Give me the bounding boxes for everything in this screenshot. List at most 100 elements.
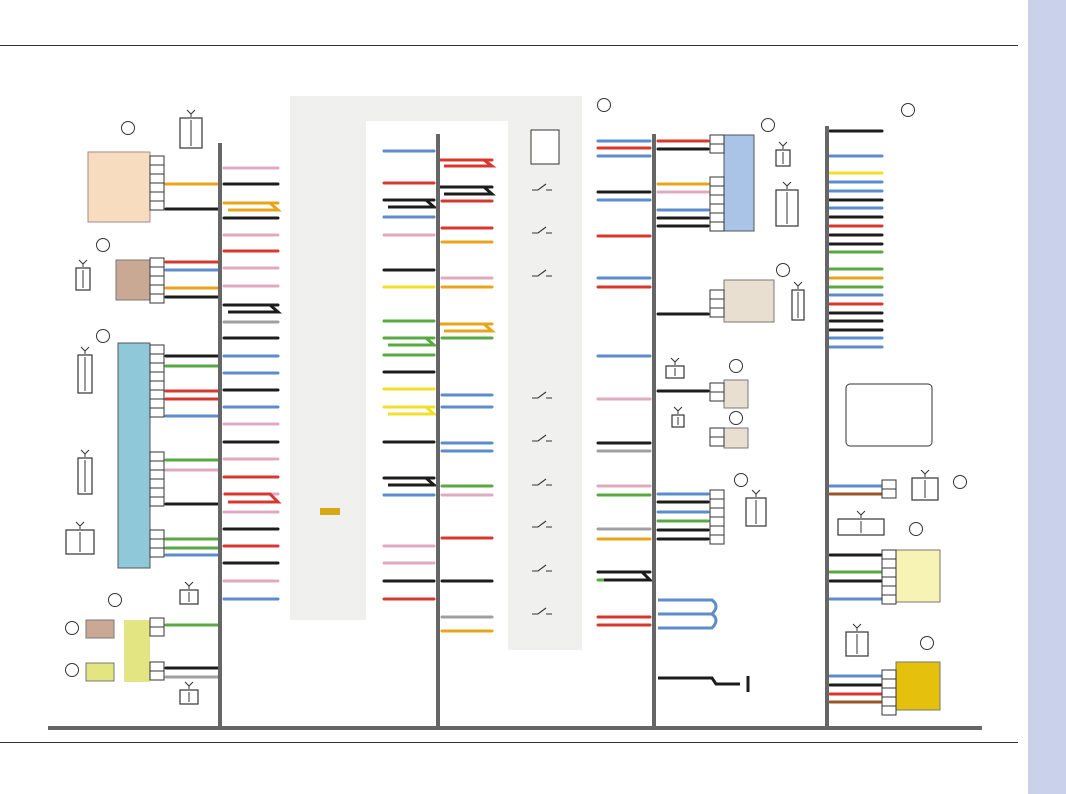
amplifier-connector <box>881 669 897 716</box>
switch-icon <box>85 662 115 682</box>
lamp-icon <box>723 279 775 323</box>
plug-arrow-icon <box>920 469 930 477</box>
connector-pin <box>149 389 165 400</box>
callout-circle <box>65 621 79 635</box>
connector-pin <box>709 382 725 393</box>
connector-pin <box>149 293 165 304</box>
connector-pin <box>709 221 725 232</box>
connector-pin <box>149 529 165 540</box>
fuse-marker-icon <box>320 508 340 515</box>
plug-icon <box>77 449 93 495</box>
wire-harness <box>164 129 884 704</box>
connector-pin <box>709 391 725 402</box>
switch-contact <box>532 564 552 572</box>
sensor-connector <box>149 257 165 304</box>
callout-circle <box>761 118 775 132</box>
lower-connector <box>709 489 725 545</box>
bulb-connector <box>709 382 725 402</box>
plug-arrow-icon <box>78 259 88 267</box>
connector-pin <box>149 164 165 175</box>
connector-pin <box>709 498 725 509</box>
amplifier-icon <box>895 661 941 711</box>
connector-pin <box>881 705 897 716</box>
wire-loop <box>224 201 282 212</box>
connector-pin <box>881 678 897 689</box>
plug-arrow-icon <box>852 623 862 631</box>
bus-trunks <box>48 126 982 730</box>
connector-pin <box>149 626 165 637</box>
connector-pin <box>149 670 165 681</box>
coil-icon <box>124 620 150 682</box>
plug-arrow-icon <box>186 109 196 117</box>
switch-icon <box>532 607 552 615</box>
plug-arrow-icon <box>778 141 788 149</box>
connector-pin <box>149 344 165 355</box>
side-tab <box>1028 0 1066 794</box>
connector-pin <box>709 203 725 214</box>
connector-pin <box>881 696 897 707</box>
callout-circle <box>729 411 743 425</box>
coil-connector-b <box>149 661 165 681</box>
plug-arrow-icon <box>793 281 803 289</box>
instrument-connector-b <box>709 176 725 232</box>
connector-pin <box>149 496 165 507</box>
callout-circle <box>909 522 923 536</box>
plug-icon <box>671 406 685 428</box>
switch-icon <box>532 391 552 399</box>
connector-pin <box>709 489 725 500</box>
plug-icon <box>75 259 91 291</box>
connector-pin <box>881 687 897 698</box>
connector-pin <box>149 398 165 409</box>
switch-contact <box>532 607 552 615</box>
connector-pin <box>881 567 897 578</box>
ground-wire <box>658 676 740 686</box>
wire-loop <box>384 198 438 209</box>
switch-contact <box>532 269 552 277</box>
connector-pin <box>709 507 725 518</box>
connector-pin <box>149 155 165 166</box>
control-unit-connector-a <box>149 344 165 418</box>
plug-icon <box>837 510 885 536</box>
wire-loop <box>440 158 497 168</box>
fuse-icon <box>895 549 941 603</box>
connector-pin <box>149 284 165 295</box>
switch-icon <box>723 427 749 449</box>
plug-icon <box>775 181 799 227</box>
switch-connector <box>709 427 725 447</box>
switch-icon <box>532 478 552 486</box>
connector-pin <box>149 547 165 558</box>
connector-pin <box>709 134 725 145</box>
coil-connector-a <box>149 617 165 637</box>
footer-rule <box>0 742 1018 743</box>
connector-pin <box>709 176 725 187</box>
connector-pin <box>709 516 725 527</box>
control-unit-icon <box>117 342 151 569</box>
connector-pin <box>709 534 725 545</box>
connector-pin <box>149 407 165 418</box>
plug-arrow-icon <box>80 449 90 457</box>
switch-contact <box>532 183 552 191</box>
wire-loop <box>440 322 496 333</box>
callout-circle <box>108 593 122 607</box>
control-unit-connector-b <box>149 451 165 507</box>
plug-arrow-icon <box>751 489 761 497</box>
plug-icon <box>179 581 199 605</box>
connector-block-icon <box>723 134 755 232</box>
plug-icon <box>745 489 767 527</box>
switch-contact <box>532 434 552 442</box>
plug-arrow-icon <box>75 521 85 529</box>
switch-icon <box>532 434 552 442</box>
wire-loop <box>224 492 282 504</box>
connector-pin <box>149 538 165 549</box>
callout-circle <box>901 103 915 117</box>
plug-arrow-icon <box>184 681 194 689</box>
connector-pin <box>709 525 725 536</box>
switch-icon <box>532 269 552 277</box>
connector-pin <box>881 594 897 605</box>
plug-icon <box>911 469 939 501</box>
wire-loop <box>384 405 438 416</box>
components-layer <box>65 98 967 716</box>
switch-contact <box>532 226 552 234</box>
connector-pin <box>149 661 165 672</box>
connector-pin <box>709 436 725 447</box>
